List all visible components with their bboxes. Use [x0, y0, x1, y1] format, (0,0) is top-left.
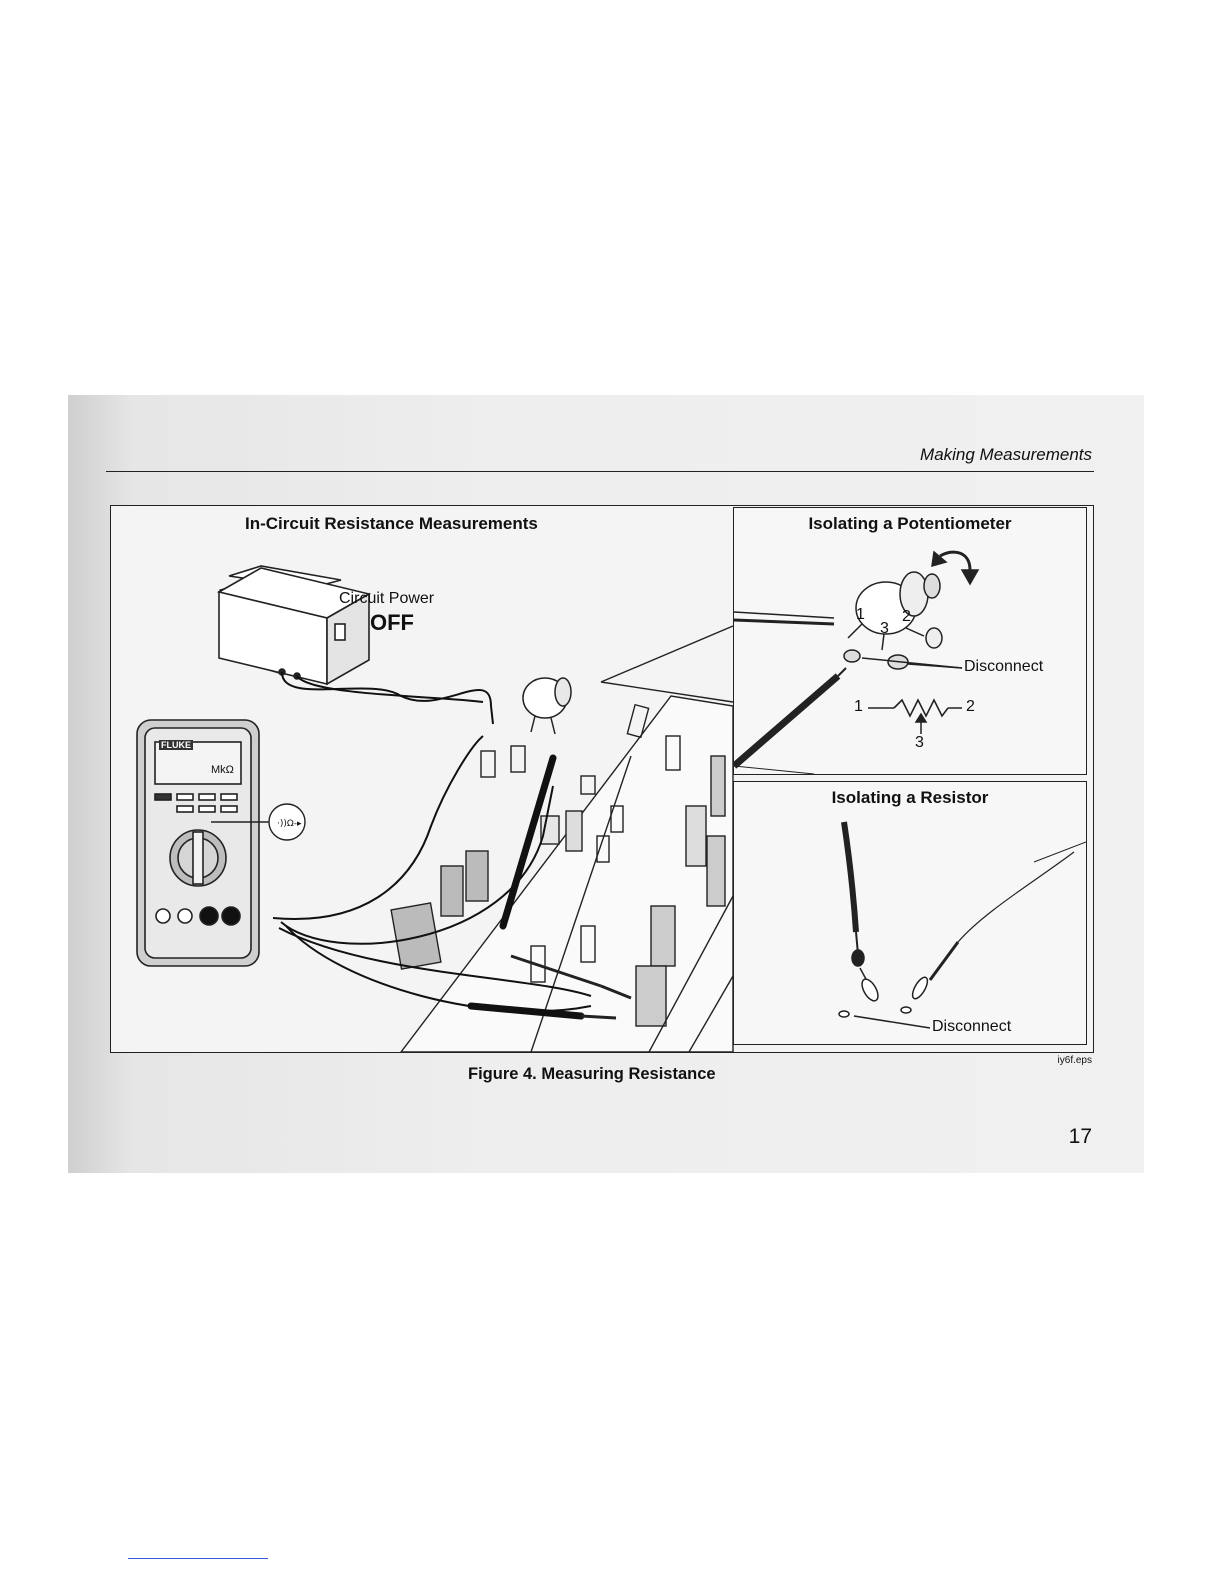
header-rule: [106, 471, 1094, 472]
circuit-power-state: OFF: [370, 610, 414, 636]
multimeter-drawing: [137, 720, 259, 966]
resistor-inset-title: Isolating a Resistor: [734, 788, 1086, 808]
scanned-page: Making Measurements: [68, 395, 1144, 1173]
pot-pin-1: 1: [856, 606, 865, 624]
board-potentiometer: [523, 678, 571, 734]
page-number: 17: [1069, 1125, 1092, 1149]
running-header: Making Measurements: [920, 445, 1092, 465]
resistor-drawing: [734, 782, 1086, 1044]
power-supply-outline: [219, 568, 369, 684]
callout-wedge-potentiometer: [601, 626, 733, 702]
figure-frame: ·))Ω-▸ In-Circuit Resistance Measurement…: [110, 505, 1094, 1053]
figure-caption: Figure 4. Measuring Resistance: [468, 1065, 716, 1084]
potentiometer-inset: Isolating a Potentiometer 1 3 2 Disconne…: [733, 507, 1087, 775]
meter-brand: FLUKE: [159, 740, 193, 750]
svg-text:·))Ω-▸: ·))Ω-▸: [277, 819, 302, 829]
circuit-board-drawing: [391, 696, 733, 1052]
figure-title: In-Circuit Resistance Measurements: [245, 514, 538, 534]
figure-file-name: iy6f.eps: [1058, 1055, 1092, 1066]
pot-disconnect-label: Disconnect: [964, 658, 1043, 676]
footer-rule: [128, 1558, 268, 1559]
potentiometer-inset-title: Isolating a Potentiometer: [734, 514, 1086, 534]
meter-display-unit: MkΩ: [211, 764, 234, 776]
pot-pin-2: 2: [902, 608, 911, 626]
circuit-power-label: Circuit Power: [339, 590, 434, 608]
schematic-pin-1: 1: [854, 698, 863, 716]
schematic-pin-2: 2: [966, 698, 975, 716]
resistor-disconnect-label: Disconnect: [932, 1018, 1011, 1036]
schematic-pin-3: 3: [915, 734, 924, 752]
pot-pin-3: 3: [880, 620, 889, 638]
potentiometer-drawing: [734, 508, 1086, 774]
resistor-inset: Isolating a Resistor Disconnect: [733, 781, 1087, 1045]
